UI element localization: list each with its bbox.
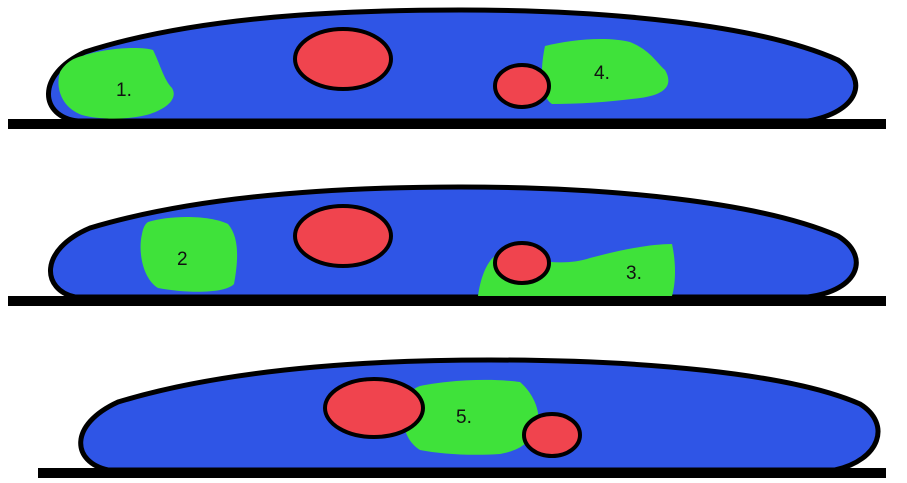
nucleus — [295, 29, 391, 89]
nucleus — [495, 243, 549, 283]
nucleus — [295, 206, 391, 266]
panel-1: 1. 4. — [8, 10, 886, 129]
region-label: 3. — [626, 263, 642, 284]
nucleus — [495, 65, 549, 107]
nucleus — [524, 414, 580, 456]
panel-2: 2 3. — [8, 187, 886, 306]
nucleus — [325, 379, 423, 437]
region-label: 1. — [116, 80, 132, 101]
region-label: 2 — [177, 249, 188, 270]
region-label: 4. — [594, 63, 610, 84]
green-region — [141, 217, 238, 292]
cell-body — [48, 10, 855, 121]
region-label: 5. — [456, 407, 472, 428]
panel-3: 5. — [38, 360, 886, 478]
